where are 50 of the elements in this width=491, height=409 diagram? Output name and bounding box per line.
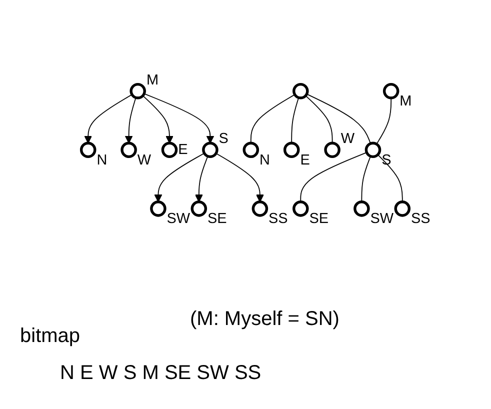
note-text: N E W S M SE SW SS xyxy=(60,362,262,385)
node-circle xyxy=(383,83,400,100)
node-circle xyxy=(191,200,208,217)
node-circle xyxy=(284,142,300,158)
connector xyxy=(250,94,296,144)
connector xyxy=(378,154,404,202)
arrow xyxy=(142,95,174,144)
arrow xyxy=(195,156,208,202)
node-label: SS xyxy=(268,211,288,228)
node-circle xyxy=(80,142,96,158)
node-label: E xyxy=(178,142,188,158)
connector xyxy=(300,152,368,202)
arrow xyxy=(216,153,264,202)
node-label: S xyxy=(219,131,229,148)
node-label: W xyxy=(341,131,355,148)
node-label: N xyxy=(260,152,270,168)
node-circle xyxy=(130,83,146,100)
node-label: SW xyxy=(370,211,394,228)
node-label: M xyxy=(400,94,412,110)
node-circle xyxy=(354,200,370,217)
node-circle xyxy=(394,200,411,217)
connector xyxy=(291,97,300,144)
connector xyxy=(306,94,372,144)
arrow xyxy=(154,152,205,202)
node-circle xyxy=(202,142,219,158)
node-label: M xyxy=(146,72,159,88)
arrow xyxy=(144,93,214,144)
node-label: SW xyxy=(167,211,190,228)
connector xyxy=(361,156,372,202)
node-circle xyxy=(162,142,178,158)
node-circle xyxy=(324,142,341,158)
node-label: SE xyxy=(208,211,228,228)
node-label: N xyxy=(96,152,108,168)
connector xyxy=(305,95,333,144)
node-label: W xyxy=(138,152,152,168)
node-circle xyxy=(365,142,382,158)
note-text: bitmap xyxy=(20,325,80,348)
node-circle xyxy=(120,142,138,158)
node-circle xyxy=(252,200,268,217)
node-circle xyxy=(150,200,167,217)
connector xyxy=(376,98,392,145)
node-label: SE xyxy=(309,211,329,228)
node-label: E xyxy=(300,152,310,168)
node-circle xyxy=(292,200,310,217)
note-text: (M: Myself = SN) xyxy=(190,308,340,331)
node-label: SS xyxy=(411,211,431,228)
node-circle xyxy=(292,83,310,100)
arrow xyxy=(125,97,137,144)
node-circle xyxy=(243,142,260,158)
arrow xyxy=(84,94,133,144)
